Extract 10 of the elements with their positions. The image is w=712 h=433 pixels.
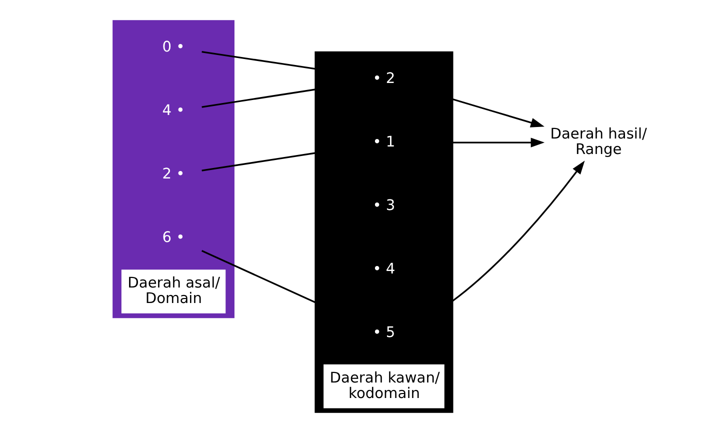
node-text: 0 •	[162, 38, 185, 56]
node-text: 4 •	[162, 102, 185, 120]
node-text: • 1	[372, 133, 396, 150]
node-text: • 2	[372, 70, 396, 87]
node-text: 6 •	[162, 229, 185, 246]
node-text: • 4	[372, 260, 396, 278]
node-text: 2 •	[162, 166, 185, 183]
node-text: Daerah hasil/ Range	[550, 126, 647, 158]
node-text: • 5	[372, 324, 396, 342]
node-text: • 3	[372, 196, 396, 214]
